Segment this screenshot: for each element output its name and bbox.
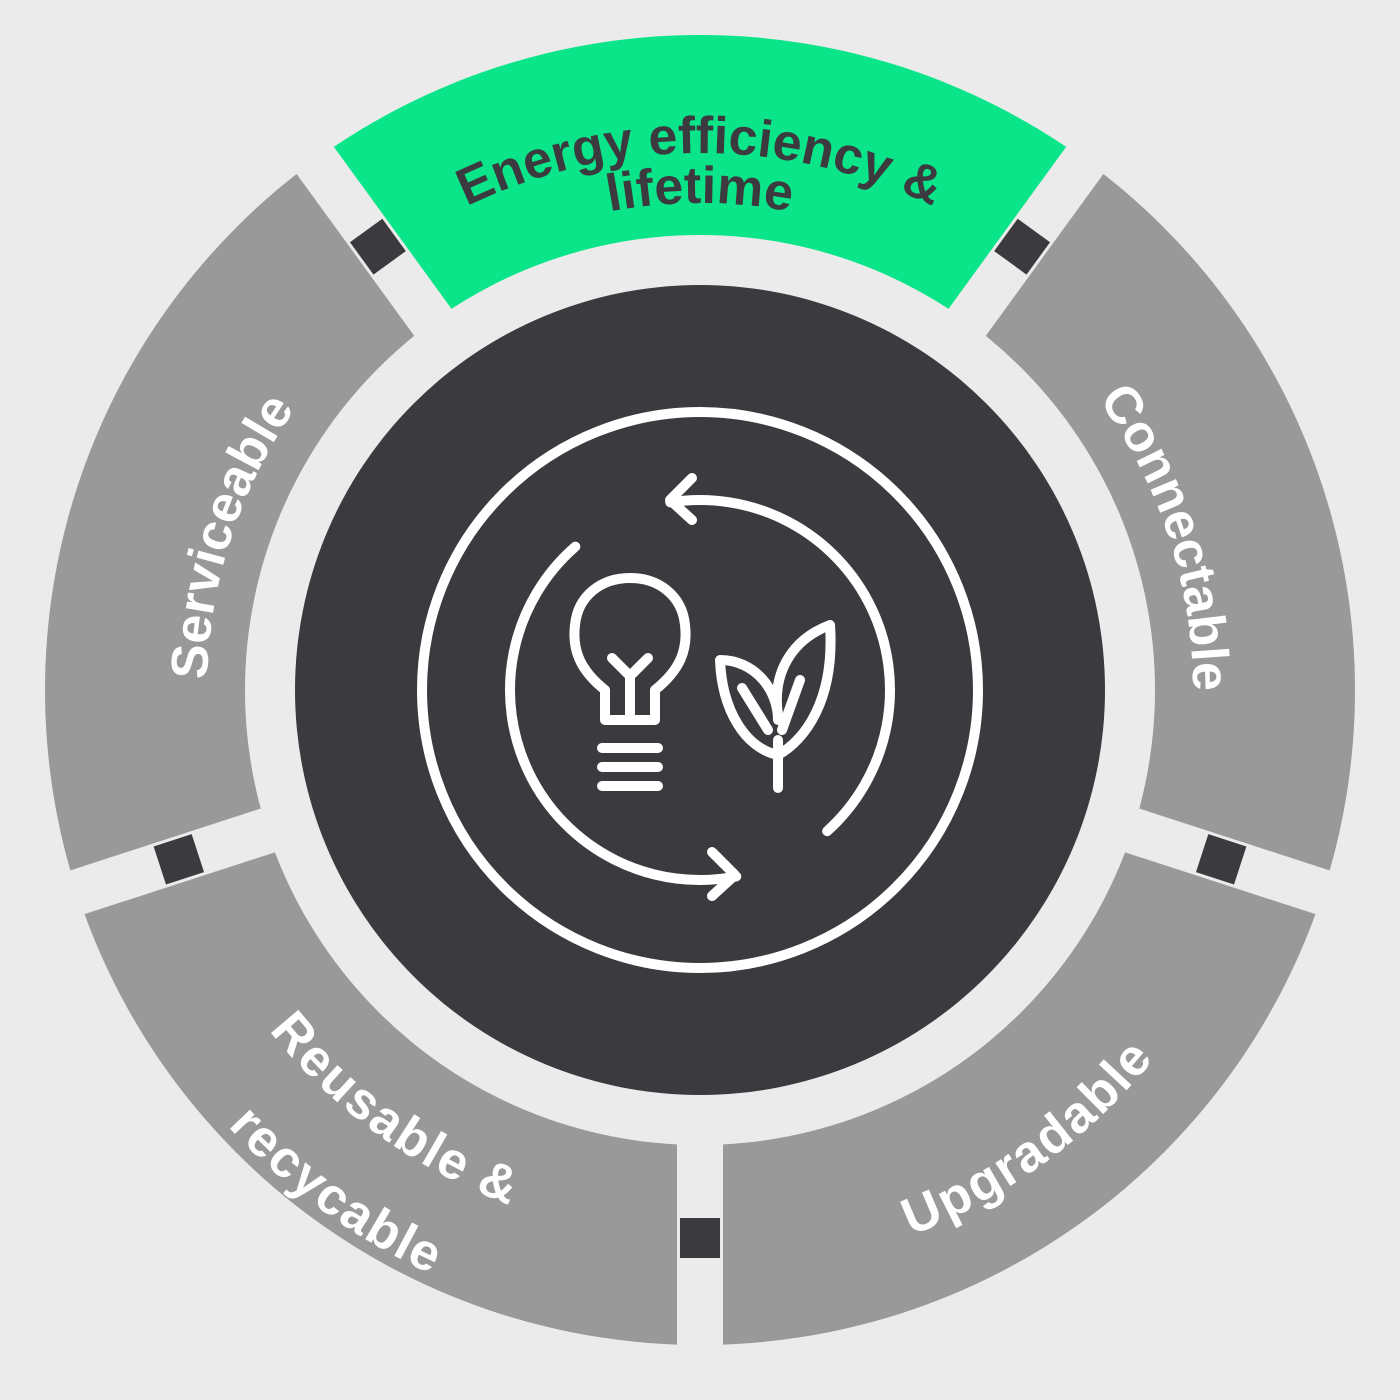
label-text: lifetime xyxy=(602,157,798,223)
circular-arrows-icon xyxy=(505,473,895,901)
connector-block xyxy=(349,218,406,275)
label-energy-line-2: lifetime xyxy=(602,157,798,223)
lightbulb-icon xyxy=(569,573,691,791)
segment-connectors xyxy=(153,218,1247,1258)
icon-outer-circle xyxy=(417,407,983,973)
leaf-icon xyxy=(715,620,836,793)
connector-block xyxy=(994,218,1051,275)
center-disc xyxy=(295,285,1105,1095)
connector-block xyxy=(153,834,205,885)
connector-block xyxy=(1195,834,1247,885)
